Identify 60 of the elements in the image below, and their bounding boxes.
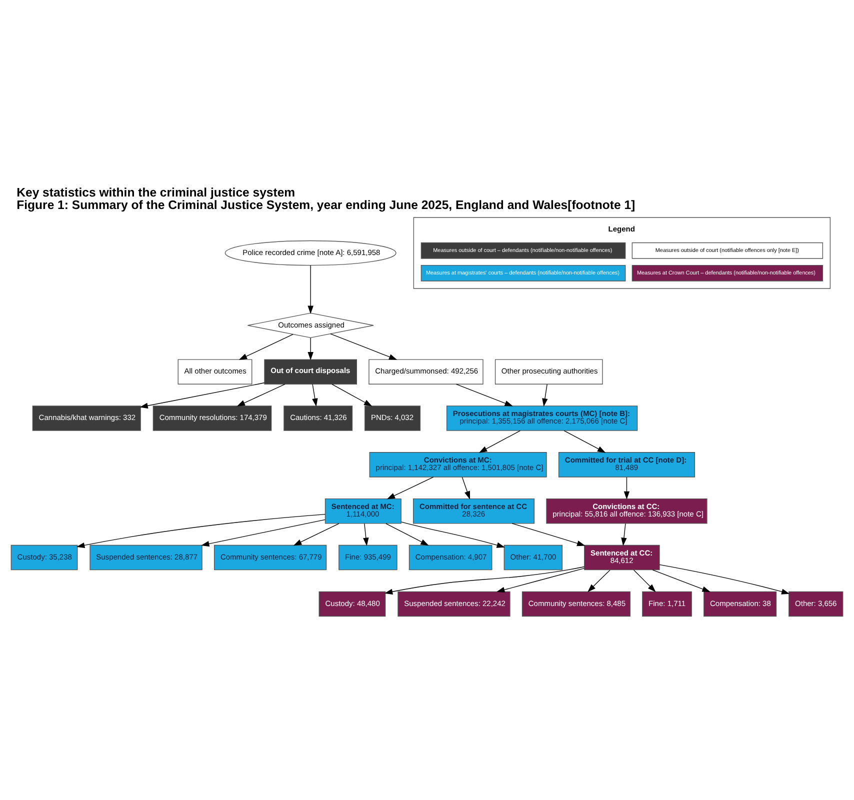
label: Legend	[608, 224, 635, 234]
node-box: Suspended sentences: 28,877	[90, 544, 202, 570]
node-box: Other: 3,656	[788, 590, 844, 616]
arrow	[312, 384, 318, 406]
node-box: Charged/summonsed: 492,256	[368, 358, 484, 384]
arrow	[621, 522, 627, 546]
arrow	[564, 430, 606, 452]
arrow	[363, 522, 369, 546]
arrow	[652, 569, 710, 592]
node-box: Sentenced at MC: 1,114,000	[324, 498, 402, 524]
node-box: Prosecutions at magistrates courts (MC) [note B]: principal: 1,355,156 all offence: 2,175,066 [note C]	[446, 405, 638, 430]
arrow	[588, 569, 610, 592]
node-box: Community sentences: 67,779	[214, 544, 327, 570]
arrow	[386, 476, 434, 499]
node-box: Committed for sentence at CC 28,326	[413, 498, 535, 524]
node-box: Other: 41,700	[504, 544, 563, 570]
arrow	[512, 522, 586, 546]
node-box: Community sentences: 8,485	[522, 590, 630, 616]
node-ellipse: Police recorded crime [note A]: 6,591,958	[224, 240, 396, 266]
arrow	[308, 264, 314, 314]
arrow	[659, 564, 790, 594]
arrow	[384, 566, 585, 594]
node-box: Custody: 48,480	[318, 590, 386, 616]
arrow	[633, 569, 656, 592]
node-box: Sentenced at CC: 84,612	[584, 544, 660, 570]
arrow	[400, 521, 505, 548]
node-box: Fine: 935,499	[338, 544, 398, 570]
node-box: Compensation: 4,907	[408, 544, 492, 570]
diagram-title: Key statistics within the criminal justice system	[16, 185, 296, 200]
node-diamond: Outcomes assigned	[247, 312, 374, 338]
node-box: Other prosecuting authorities	[494, 358, 603, 384]
node-box: Community resolutions: 174,379	[152, 405, 272, 430]
arrow	[542, 384, 548, 406]
arrow	[456, 383, 513, 406]
node-box: Convictions at CC: principal: 55,816 all offence: 136,933 [note C]	[546, 498, 708, 524]
arrow	[478, 430, 521, 452]
arrow	[308, 337, 314, 360]
node-box: Cannabis/khat warnings: 332	[32, 405, 141, 430]
node-box: Convictions at MC: principal: 1,142,327 all offence: 1,501,805 [note C]	[369, 452, 547, 477]
node-box: Out of court disposals	[264, 358, 358, 384]
arrow	[332, 383, 372, 406]
node-box: Compensation: 38	[704, 590, 777, 616]
arrow	[238, 334, 294, 360]
arrow	[201, 518, 326, 546]
node-box: Custody: 35,238	[10, 544, 78, 570]
arrow	[140, 382, 265, 408]
arrow	[236, 383, 286, 406]
arrow	[386, 522, 429, 546]
arrow	[76, 514, 326, 548]
arrow	[293, 522, 340, 546]
arrow	[496, 568, 585, 592]
node-box: PNDs: 4,032	[364, 405, 421, 430]
node-box: Cautions: 41,326	[284, 405, 353, 430]
node-box: Committed for trial at CC [note D]: 81,489	[558, 452, 695, 477]
arrow	[624, 476, 630, 500]
arrow	[330, 332, 398, 360]
node-box: All other outcomes	[178, 358, 252, 384]
arrow	[462, 476, 470, 499]
node-box: Fine: 1,711	[642, 590, 692, 616]
node-box: Suspended sentences: 22,242	[398, 590, 510, 616]
